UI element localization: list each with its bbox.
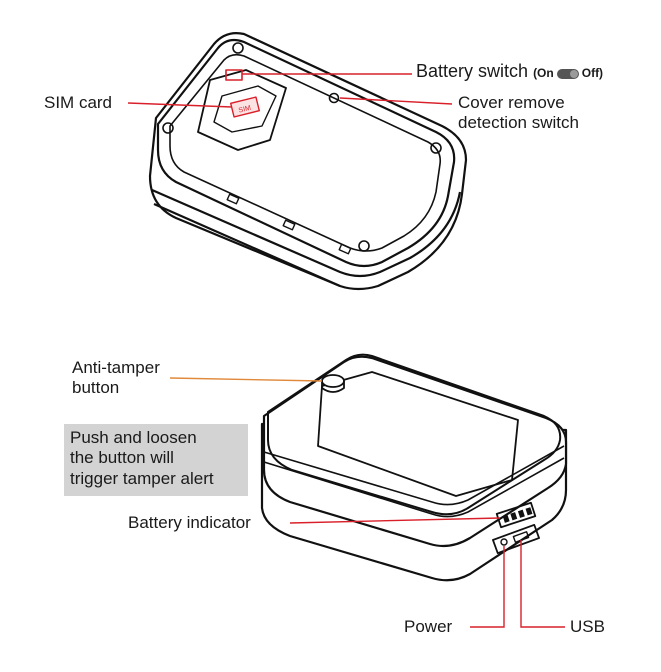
battery-indicator-label: Battery indicator	[128, 513, 251, 532]
leader-power	[470, 546, 505, 628]
leader-lines-top	[127, 73, 453, 108]
leader-usb	[520, 540, 565, 628]
note-line2: the button will	[70, 448, 174, 468]
tamper-note-box: Push and loosen the button will trigger …	[64, 424, 248, 496]
anti-tamper-label: Anti-tamper button	[72, 358, 160, 398]
cover-remove-line1: Cover remove	[458, 93, 565, 112]
battery-switch-label: Battery switch (On Off)	[416, 61, 603, 82]
battery-switch-text: Battery switch	[416, 61, 529, 81]
leader-lines-bottom	[169, 377, 565, 628]
leader-anti-tamper	[169, 377, 323, 382]
cover-remove-label: Cover remove detection switch	[458, 93, 579, 133]
device-back-view: SIM	[148, 32, 468, 291]
leader-battery-indicator	[289, 517, 501, 524]
sim-slot-text: SIM	[238, 105, 252, 115]
switch-off-text: Off)	[581, 66, 604, 80]
device-front-view	[260, 353, 568, 582]
sim-card-label: SIM card	[44, 93, 113, 112]
anti-tamper-line2: button	[72, 378, 120, 398]
toggle-switch-icon	[556, 68, 579, 79]
power-label: Power	[404, 617, 453, 636]
leader-cover-remove	[339, 97, 453, 105]
note-line3: trigger tamper alert	[70, 468, 214, 488]
switch-on-text: (On	[533, 66, 554, 80]
cover-remove-line2: detection switch	[458, 113, 579, 133]
anti-tamper-line1: Anti-tamper	[72, 358, 160, 377]
usb-label: USB	[570, 617, 605, 636]
leader-sim-card	[127, 102, 233, 108]
note-line1: Push and loosen	[70, 428, 197, 447]
